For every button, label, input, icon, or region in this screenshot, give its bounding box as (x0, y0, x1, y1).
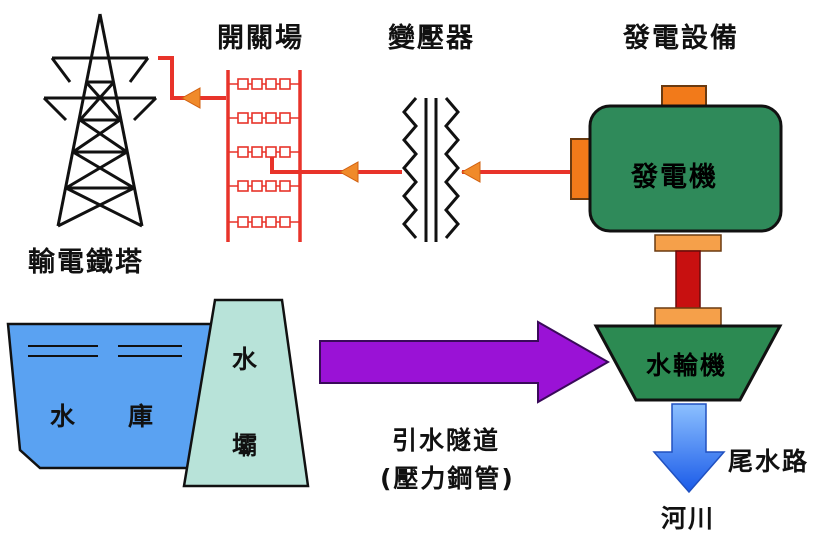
shaft-bearing (654, 307, 722, 327)
reservoir (6, 322, 222, 470)
transformer-label: 變壓器 (388, 23, 475, 54)
switchyard-icon (226, 70, 302, 242)
switchyard-label: 開關場 (217, 23, 304, 54)
generator-label: 發電機 (631, 162, 718, 193)
power-flow-arrowhead (338, 161, 359, 183)
turbine (593, 324, 783, 402)
tailrace-label: 尾水路 (728, 447, 810, 476)
dam-label-char-1: 水 (232, 345, 260, 374)
tailrace-flow-arrow (652, 403, 726, 494)
switchyard-breaker-row (228, 78, 300, 90)
power-line (158, 56, 575, 174)
switchyard-breaker-row (228, 180, 300, 192)
power-flow-arrowhead (460, 161, 481, 183)
switchyard-breaker-row (228, 112, 300, 124)
water-surface-lines (28, 345, 182, 357)
tunnel-label-line-1: 引水隧道 (392, 426, 501, 455)
dam (182, 298, 310, 488)
transmission-tower-icon (42, 13, 158, 228)
tunnel-label-line-2: (壓力鋼管) (380, 464, 515, 493)
reservoir-label-char-1: 水 (50, 402, 78, 431)
generator (570, 85, 783, 252)
transmission-tower-label: 輸電鐵塔 (28, 247, 144, 278)
transformer-icon (402, 97, 460, 242)
turbine-label: 水輪機 (646, 351, 728, 380)
dam-label-char-2: 壩 (232, 431, 260, 460)
reservoir-label-char-2: 庫 (128, 402, 156, 431)
switchyard-breaker-row (228, 146, 300, 158)
river-label: 河川 (661, 504, 716, 533)
switchyard-breaker-row (228, 216, 300, 228)
turbine-shaft (675, 250, 701, 312)
power-flow-arrowhead (180, 87, 201, 109)
tunnel-flow-arrow (319, 320, 611, 404)
generation-equipment-label: 發電設備 (623, 23, 739, 54)
